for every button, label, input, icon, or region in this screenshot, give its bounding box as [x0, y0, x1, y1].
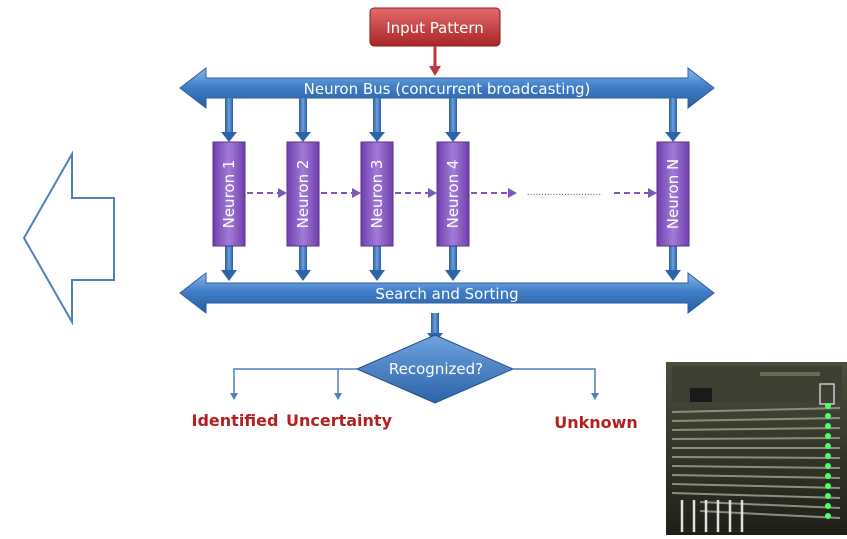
outcome-unknown: Unknown [554, 413, 638, 432]
recognized-decision: Recognized? [355, 334, 515, 404]
neuron-2: Neuron 2 [286, 141, 320, 247]
decision-connector [431, 313, 439, 335]
neuron-1-label: Neuron 1 [220, 160, 238, 229]
neuron-2-label: Neuron 2 [294, 160, 312, 229]
recognized-label: Recognized? [389, 360, 483, 378]
input-pattern-node: Input Pattern [369, 7, 501, 47]
outcome-branches [233, 368, 596, 395]
outcome-uncertainty: Uncertainty [286, 411, 393, 430]
neuron-bus-label: Neuron Bus (concurrent broadcasting) [304, 80, 591, 98]
input-arrowhead [429, 66, 441, 76]
neuron-n: Neuron N [656, 141, 690, 247]
neural-chip-board-photo [666, 362, 847, 535]
search-sorting-label: Search and Sorting [375, 285, 518, 303]
neuron-1: Neuron 1 [212, 141, 246, 247]
outcome-identified: Identified [192, 411, 279, 430]
outcome-arrowheads [230, 393, 599, 400]
neuron-4-label: Neuron 4 [444, 160, 462, 229]
neuron-3: Neuron 3 [360, 141, 394, 247]
left-arrow-outline-icon[interactable] [22, 150, 115, 326]
neuron-n-label: Neuron N [664, 159, 682, 229]
neuron-bus-top: Neuron Bus (concurrent broadcasting) [179, 66, 715, 110]
neuron-3-label: Neuron 3 [368, 160, 386, 229]
neuron-connectors [221, 98, 681, 281]
neuron-ellipsis: .......................... [527, 188, 601, 198]
search-sorting-bus: Search and Sorting [179, 271, 715, 315]
input-pattern-label: Input Pattern [386, 19, 484, 37]
daisy-chain-arrows [247, 188, 657, 198]
neuron-4: Neuron 4 [436, 141, 470, 247]
